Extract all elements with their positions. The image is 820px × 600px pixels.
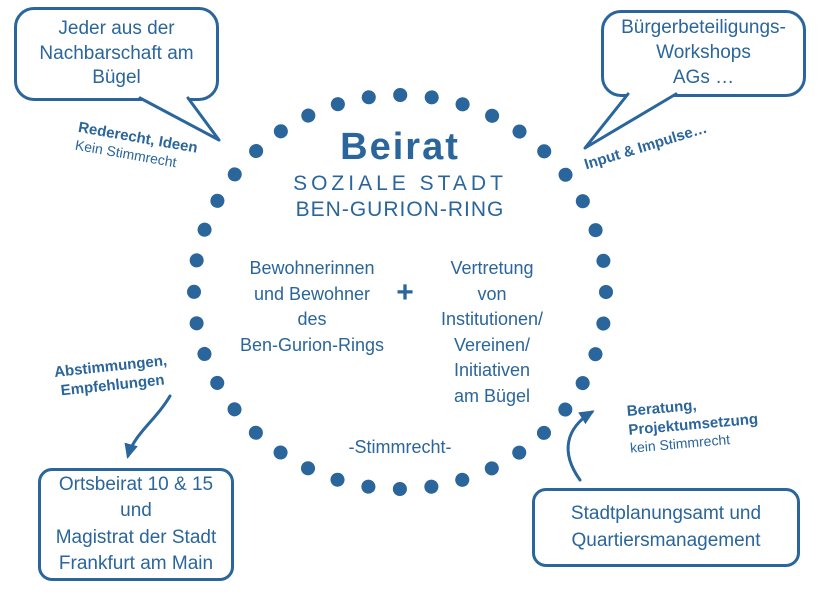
annotation-bottom-left-text: Abstimmungen, Empfehlungen (53, 352, 168, 400)
bubble-buergerbeteiligung: Bürgerbeteiligungs- Workshops AGs … (601, 10, 806, 97)
box-ortsbeirat: Ortsbeirat 10 & 15 und Magistrat der Sta… (38, 468, 234, 581)
box-ortsbeirat-text: Ortsbeirat 10 & 15 und Magistrat der Sta… (55, 474, 217, 574)
bubble-nachbarschaft-text: Jeder aus der Nachbarschaft am Bügel (39, 17, 194, 89)
box-stadtplanungsamt-text: Stadtplanungsamt und Quartiersmanagement (570, 503, 762, 551)
bubble-nachbarschaft: Jeder aus der Nachbarschaft am Bügel (14, 7, 219, 101)
circle-subtitle-line1: SOZIALE STADT (293, 172, 507, 195)
bubble-buergerbeteiligung-text: Bürgerbeteiligungs- Workshops AGs … (621, 17, 786, 88)
box-stadtplanungsamt: Stadtplanungsamt und Quartiersmanagement (532, 488, 800, 567)
members-residents-text: Bewohnerinnen und Bewohner des Ben-Gurio… (239, 258, 385, 355)
members-institutions-text: Vertretung von Institutionen/ Vereinen/ … (440, 258, 544, 406)
circle-subtitle-line2: BEN-GURION-RING (295, 198, 505, 221)
annotation-bottom-left: Abstimmungen, Empfehlungen (44, 350, 179, 402)
